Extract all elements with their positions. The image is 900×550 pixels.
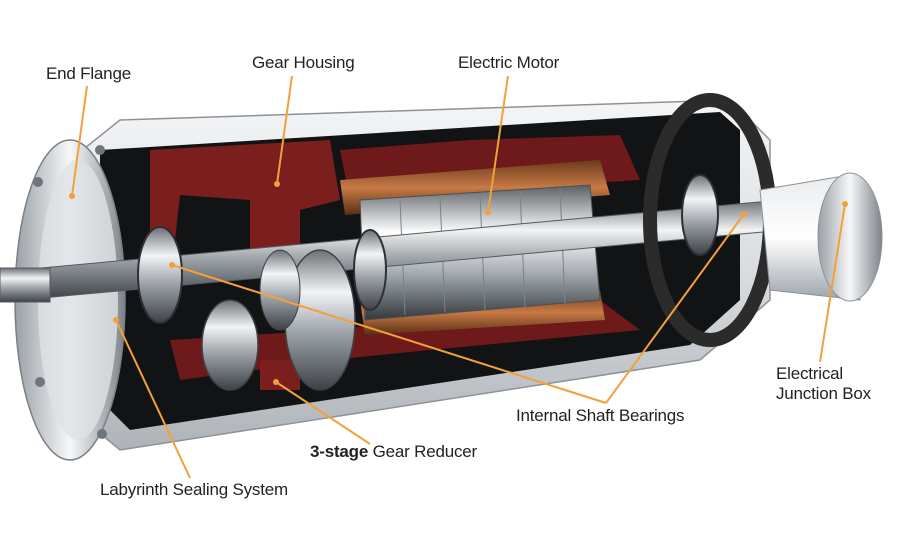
label-electrical-junction-box: Electrical Junction Box — [776, 364, 871, 404]
shaft — [0, 199, 786, 303]
label-gear-reducer-bold: 3-stage — [310, 442, 369, 461]
flange-bolt — [95, 145, 105, 155]
leader-lines — [71, 75, 846, 479]
shaft-bearings — [137, 174, 719, 324]
leader-bearing-2 — [605, 213, 745, 404]
leader-gear-housing — [276, 75, 293, 185]
label-internal-shaft-bearings: Internal Shaft Bearings — [516, 406, 685, 425]
leader-dots — [69, 181, 848, 385]
label-gear-reducer: 3-stage Gear Reducer — [310, 442, 477, 462]
flange-bolt — [33, 177, 43, 187]
leader-bearing-1 — [171, 264, 607, 404]
leader-end-flange — [71, 85, 88, 197]
label-junction-line1: Electrical — [776, 364, 843, 383]
leader-gear-reducer — [275, 381, 371, 445]
junction-box — [759, 172, 883, 302]
flange-bolt — [35, 377, 45, 387]
flange-bolt — [97, 429, 107, 439]
label-junction-line2: Junction Box — [776, 384, 871, 403]
leader-electric-motor — [487, 75, 509, 213]
gear-reducer — [201, 249, 356, 391]
label-end-flange: End Flange — [46, 64, 131, 83]
leader-junction-box — [819, 203, 846, 363]
label-gear-reducer-rest: Gear Reducer — [368, 442, 478, 461]
label-gear-housing: Gear Housing — [252, 53, 355, 72]
leader-sealing — [115, 319, 191, 479]
label-electric-motor: Electric Motor — [458, 53, 560, 72]
end-flange — [14, 139, 126, 461]
label-labyrinth-sealing-system: Labyrinth Sealing System — [100, 480, 288, 499]
